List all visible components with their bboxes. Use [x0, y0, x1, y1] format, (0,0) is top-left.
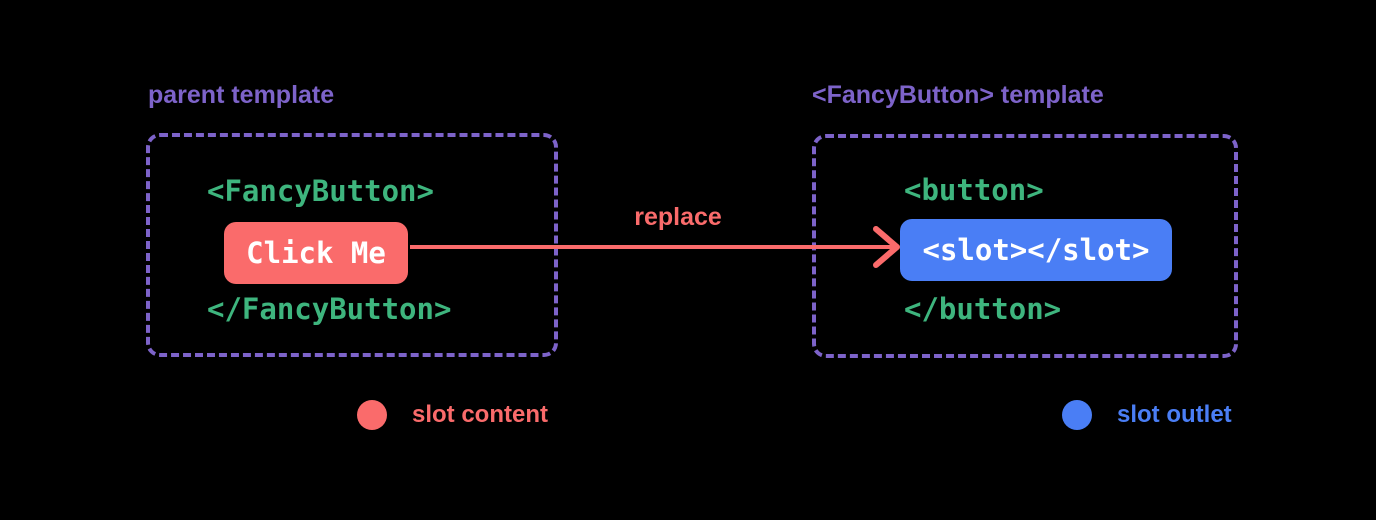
parent-template-title: parent template: [148, 81, 335, 109]
slot-content-legend-label: slot content: [412, 400, 548, 428]
slot-outlet-pill: <slot></slot>: [900, 219, 1172, 281]
button-open-tag: <button>: [904, 173, 1044, 207]
legend-slot-outlet: slot outlet: [1062, 400, 1232, 430]
fancybutton-template-title: <FancyButton> template: [812, 81, 1104, 109]
slot-outlet-dot-icon: [1062, 400, 1092, 430]
button-close-tag: </button>: [904, 292, 1062, 326]
slot-content-dot-icon: [357, 400, 387, 430]
parent-open-tag: <FancyButton>: [207, 174, 434, 208]
legend-slot-content: slot content: [357, 400, 548, 430]
fancybutton-template-box: <button> <slot></slot> </button>: [812, 134, 1238, 358]
slot-content-pill: Click Me: [224, 222, 408, 284]
parent-template-box: <FancyButton> Click Me </FancyButton>: [146, 133, 558, 357]
parent-close-tag: </FancyButton>: [207, 292, 452, 326]
slot-outlet-legend-label: slot outlet: [1117, 400, 1232, 428]
replace-label: replace: [634, 203, 722, 231]
